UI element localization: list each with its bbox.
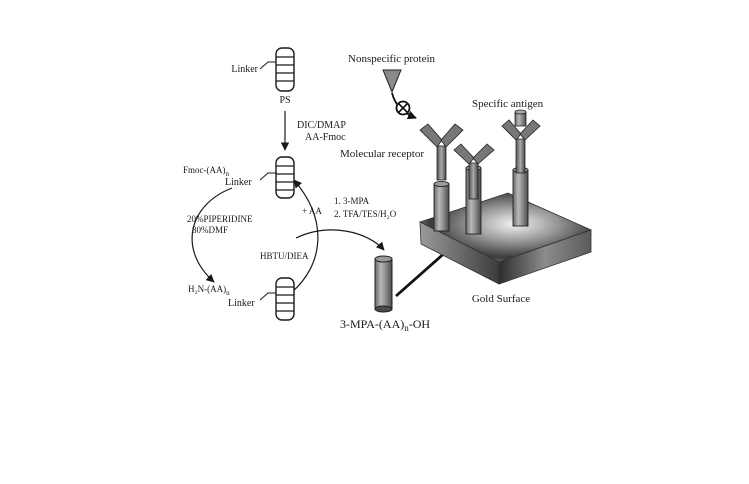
step1-reagent-line1: DIC/DMAP [297, 120, 346, 131]
amine-peptide-label: H₂N-(AA)n [188, 284, 230, 297]
deprotection-reagent-line2: 80%DMF [192, 225, 228, 235]
molecular-receptor-1 [419, 123, 464, 181]
deprotection-arrow [191, 187, 233, 283]
linker-bond-middle [259, 172, 276, 181]
add-amino-acid-label: + AA [302, 206, 322, 216]
deprotection-reagent-line1: 20%PIPERIDINE [187, 214, 253, 224]
linker-bond-top [259, 61, 276, 70]
molecular-receptor-label: Molecular receptor [340, 148, 424, 160]
resin-bead-middle [275, 156, 295, 199]
cleavage-step-2: 2. TFA/TES/H₂O [334, 209, 397, 219]
molecular-receptor-2 [453, 143, 495, 200]
linker-label-middle: Linker [225, 177, 252, 188]
gold-surface-label: Gold Surface [472, 293, 530, 305]
resin-bead-top [275, 47, 295, 92]
cleavage-arrow [295, 229, 385, 251]
molecular-receptor-3 [501, 119, 541, 174]
surface-pillar-1 [433, 180, 450, 232]
coupling-cycle-arrow [291, 179, 319, 293]
linker-label-top: Linker [231, 64, 258, 75]
fmoc-peptide-label: Fmoc-(AA)n [183, 165, 230, 178]
nonspecific-protein-label: Nonspecific protein [348, 53, 436, 65]
surface-pillar-3 [512, 166, 529, 227]
step1-reagent-line2: AA-Fmoc [305, 132, 346, 143]
resin-label: PS [279, 95, 290, 106]
specific-antigen-label: Specific antigen [472, 98, 544, 110]
resin-bead-bottom [275, 277, 295, 321]
linker-bond-bottom [259, 292, 276, 301]
nonspecific-protein-triangle [382, 69, 402, 94]
gold-surface-block [418, 192, 593, 285]
coupling-reagent-label: HBTU/DIEA [260, 251, 309, 261]
linker-label-bottom: Linker [228, 298, 255, 309]
peptide-product-cylinder [374, 255, 393, 313]
product-label: 3-MPA-(AA)n-OH [340, 317, 430, 333]
blocked-symbol-icon [395, 100, 411, 116]
specific-antigen [514, 109, 527, 127]
cleavage-step-1: 1. 3-MPA [334, 196, 370, 206]
